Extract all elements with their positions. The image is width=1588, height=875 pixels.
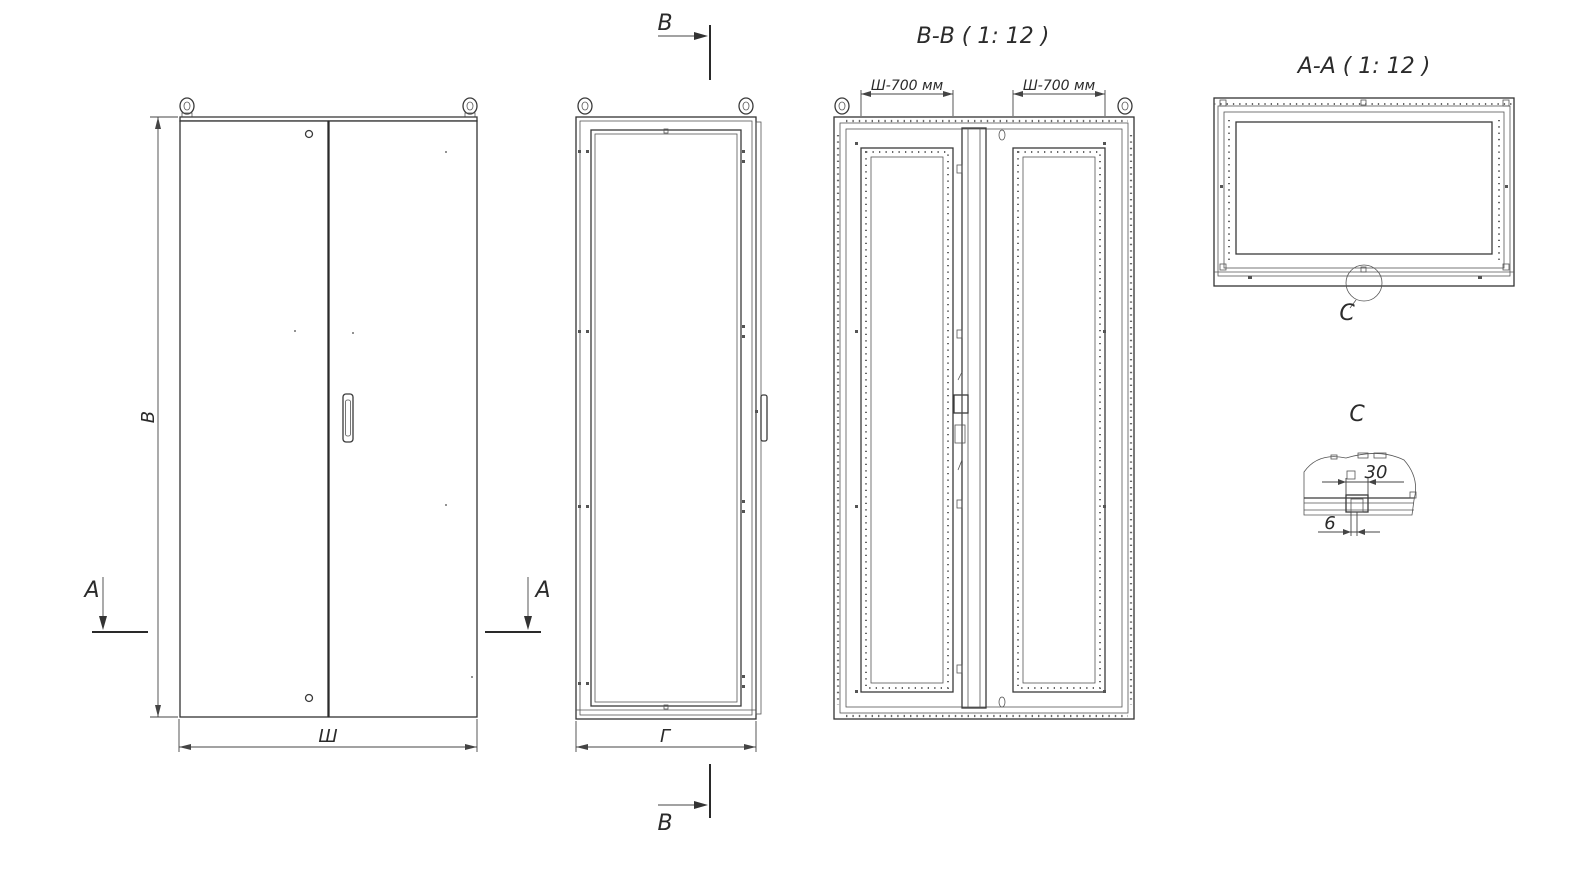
bb-mount-frame-left <box>860 147 954 693</box>
width-label: Ш <box>318 726 337 747</box>
section-bb-view: В-В ( 1: 12 ) <box>833 24 1135 720</box>
section-bb-title: В-В ( 1: 12 ) <box>917 24 1050 49</box>
bb-mount-frame-right <box>1012 147 1106 693</box>
depth-dimension <box>575 721 757 752</box>
detail-c-outline <box>1303 453 1417 516</box>
section-marker-right <box>485 577 541 633</box>
height-label: В <box>138 411 159 423</box>
side-door-edge <box>755 121 762 715</box>
section-label-b-top: В <box>657 11 672 36</box>
section-marker-left <box>92 577 148 633</box>
lifting-eye-right <box>462 97 478 118</box>
bb-lock-mechanism <box>953 394 969 414</box>
side-inner-frame <box>590 129 742 707</box>
bb-dim-right-label: Ш-700 мм <box>1023 78 1096 94</box>
aa-inner-frame <box>1235 121 1493 255</box>
side-outer-frame <box>575 116 757 720</box>
detail-c-title: С <box>1349 402 1365 427</box>
bb-lifting-eye-left <box>834 97 850 115</box>
section-aa-view: А-А ( 1: 12 ) С <box>1213 54 1515 326</box>
side-holes <box>578 128 758 710</box>
height-dimension <box>150 116 178 718</box>
section-label-a-left: А <box>82 578 99 603</box>
bb-outer-frame <box>833 116 1135 720</box>
depth-label: Г <box>660 726 672 747</box>
lock-bottom <box>304 693 314 703</box>
section-label-a-right: А <box>533 578 550 603</box>
side-handle <box>760 394 768 442</box>
aa-outer-frame <box>1213 97 1515 287</box>
section-marker-bottom <box>658 764 711 818</box>
side-view: Г В В <box>575 11 768 836</box>
detail-c-dim-30: 30 <box>1365 462 1388 483</box>
lifting-eye-left <box>179 97 195 118</box>
front-door-left <box>179 120 329 718</box>
width-dimension <box>178 719 478 752</box>
section-marker-top <box>658 25 711 80</box>
lock-top <box>304 129 314 139</box>
aa-detail-callout: С <box>1339 301 1355 326</box>
bb-dim-right <box>1012 90 1106 116</box>
bb-dim-left <box>860 90 954 116</box>
side-lifting-eye-right <box>738 97 754 115</box>
bb-dim-left-label: Ш-700 мм <box>871 78 944 94</box>
section-label-b-bottom: В <box>657 811 672 836</box>
section-aa-title: А-А ( 1: 12 ) <box>1296 54 1431 79</box>
front-door-right <box>328 120 478 718</box>
aa-detail-circle <box>1345 264 1383 302</box>
detail-c-dim-6: 6 <box>1324 513 1335 534</box>
door-handle <box>342 393 354 443</box>
front-view: В Ш А А <box>82 97 551 752</box>
detail-c-view: С 30 6 <box>1303 402 1417 536</box>
bb-lifting-eye-right <box>1117 97 1133 115</box>
side-lifting-eye-left <box>577 97 593 115</box>
